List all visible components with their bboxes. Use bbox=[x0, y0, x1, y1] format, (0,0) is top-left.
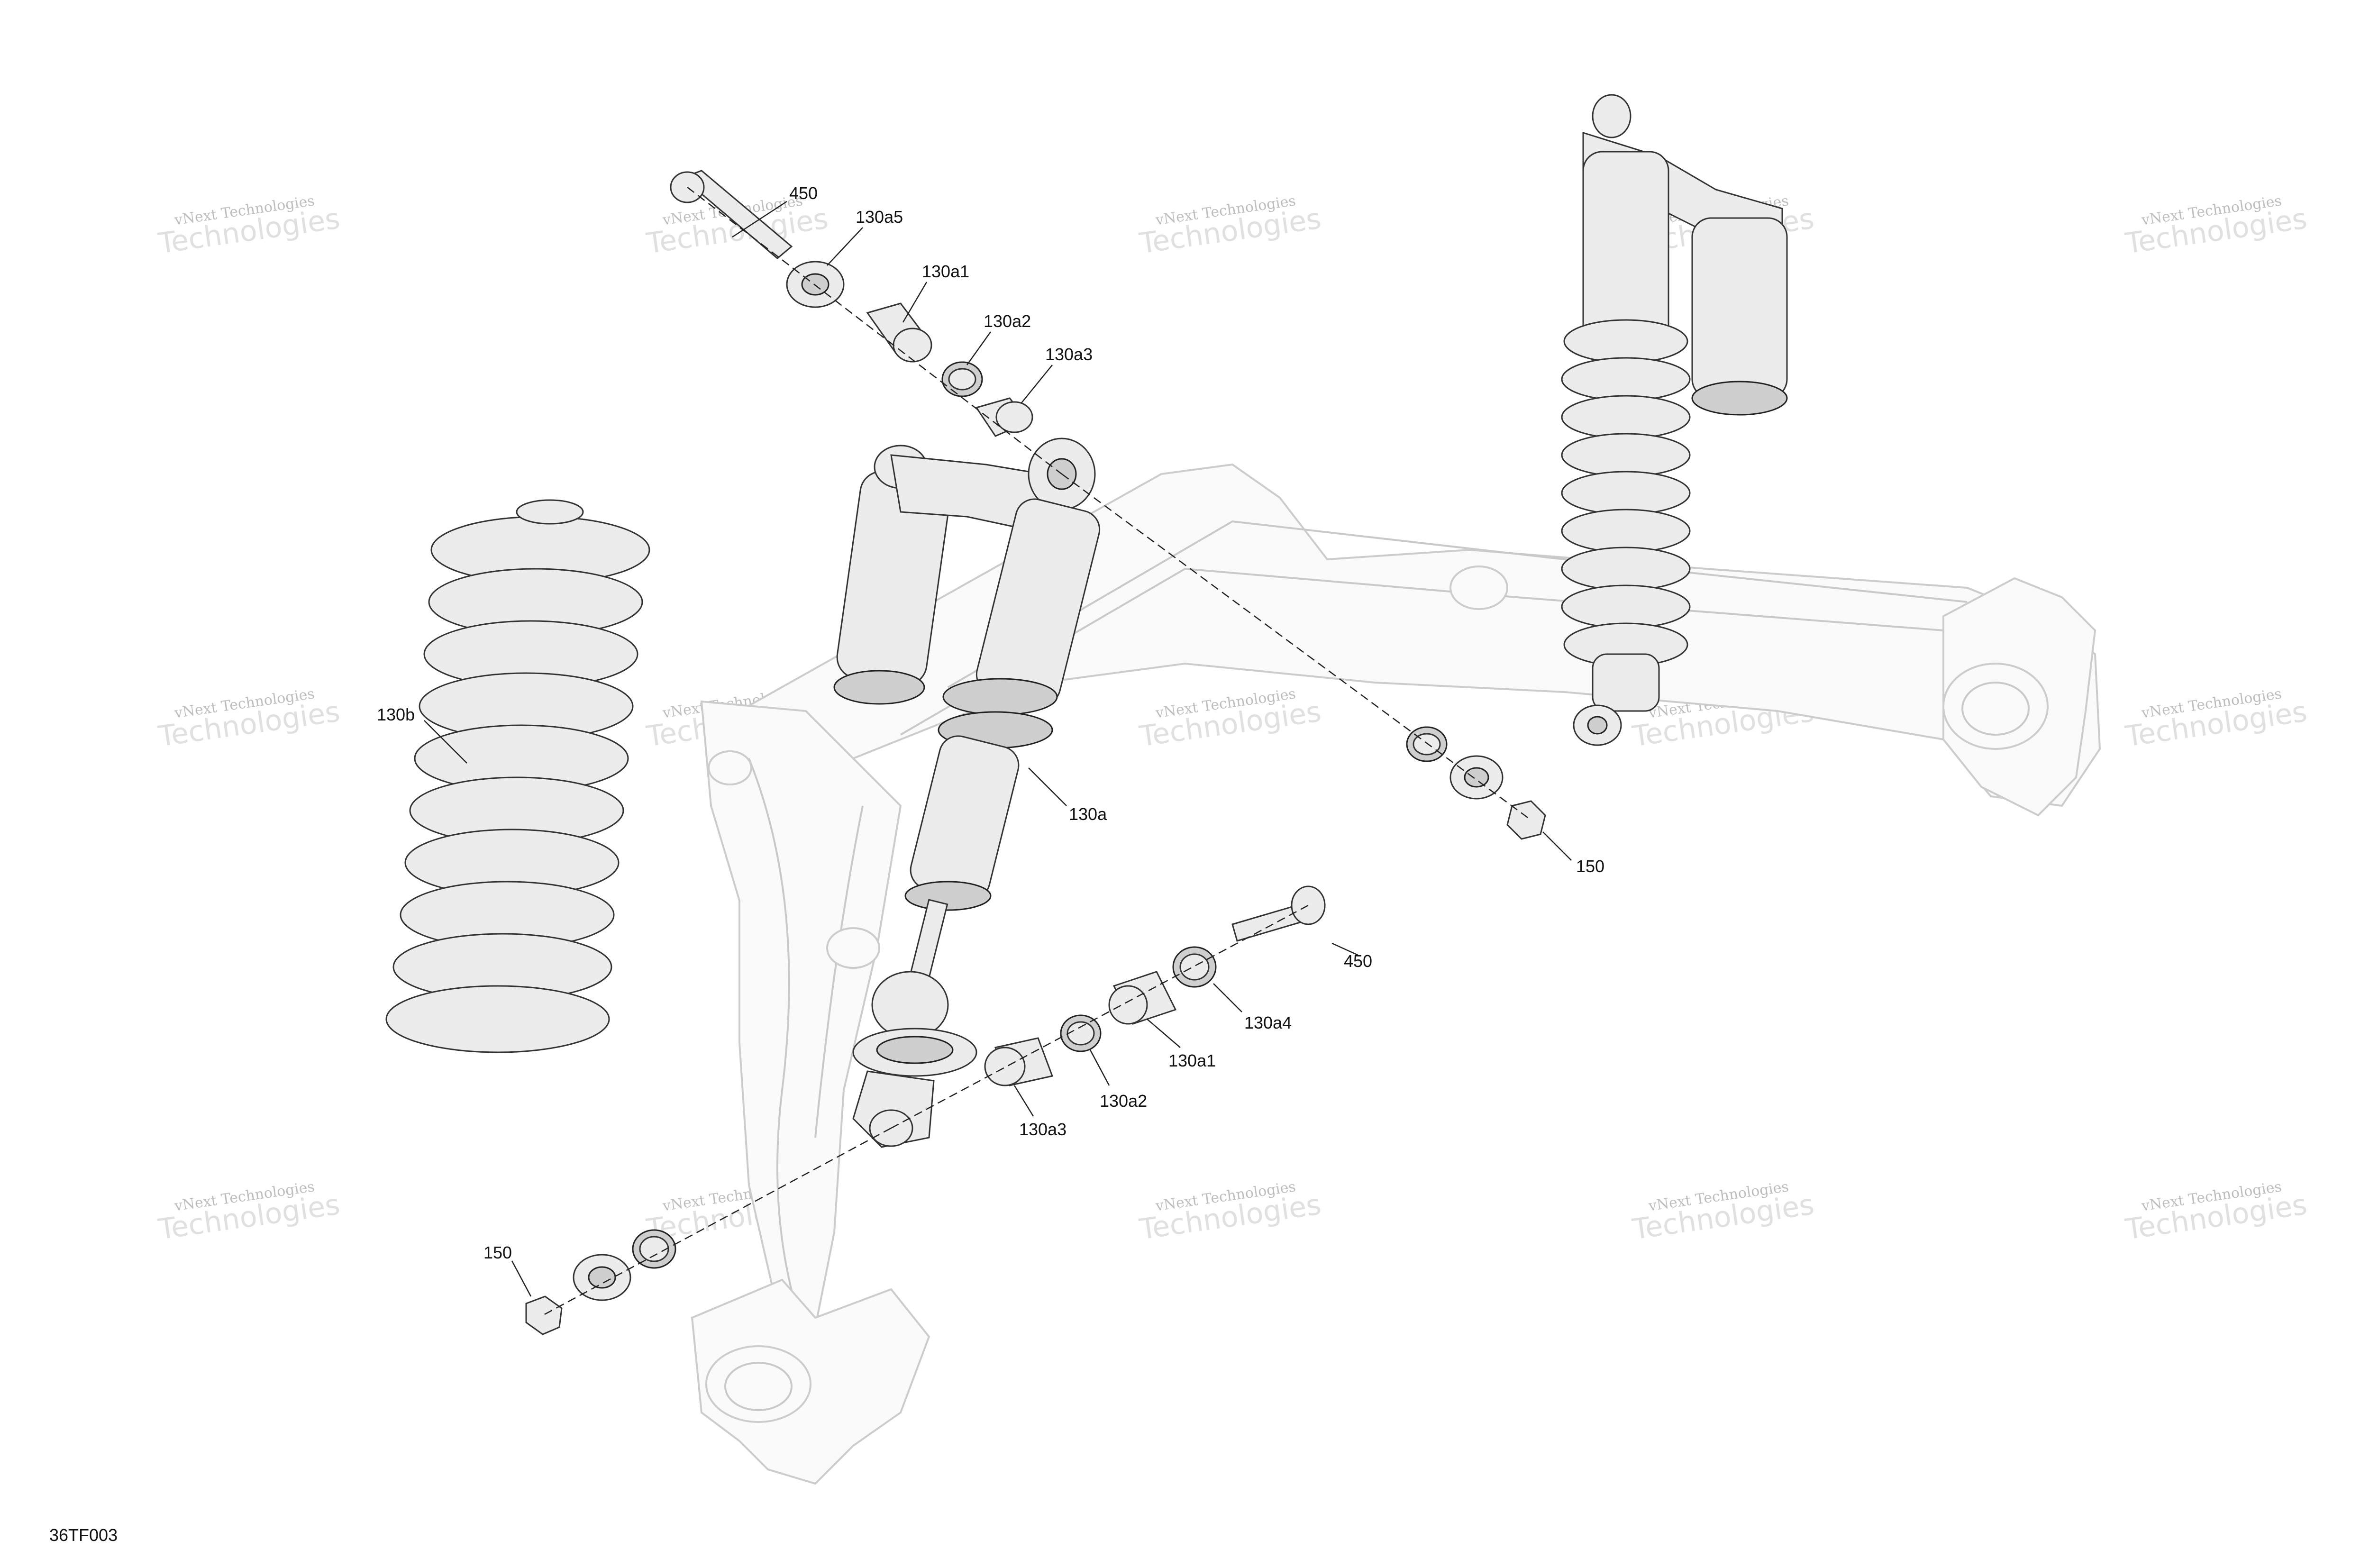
callout-130a2-bottom: 130a2 bbox=[1100, 1091, 1147, 1111]
callout-130a3-top: 130a3 bbox=[1045, 345, 1093, 364]
leader-130a2-bottom bbox=[1089, 1049, 1110, 1086]
sleeve-130a1-bottom-end bbox=[1108, 985, 1148, 1025]
callout-130a3-bottom: 130a3 bbox=[1019, 1120, 1066, 1139]
bushing-right-bore bbox=[1464, 767, 1489, 788]
callout-130a1-top: 130a1 bbox=[922, 262, 969, 281]
leader-130a bbox=[1028, 767, 1067, 806]
spring-coil bbox=[1561, 471, 1691, 515]
callouts: 450 130a5 130a1 130a2 130a3 130b 130a 15… bbox=[377, 183, 1604, 1262]
watermark: Technologies vNext Technologies bbox=[2123, 1178, 2309, 1246]
spring-coil bbox=[1561, 395, 1691, 439]
spring-coil bbox=[1561, 357, 1691, 401]
spring-coil bbox=[1561, 547, 1691, 591]
callout-450-bottom: 450 bbox=[1344, 951, 1372, 971]
bushing-left-bore bbox=[588, 1266, 616, 1289]
callout-150-right: 150 bbox=[1576, 857, 1604, 876]
coil-spring bbox=[385, 499, 650, 1053]
spring-coil bbox=[1561, 584, 1691, 629]
exploded-shock-lower-ring bbox=[904, 881, 992, 911]
leader-130a3-top bbox=[1021, 365, 1053, 403]
ring-130a4-hole bbox=[1179, 953, 1210, 981]
arm-rib bbox=[748, 758, 797, 1309]
exploded-shock-lower-body bbox=[910, 735, 1020, 900]
axis-upper bbox=[687, 187, 1062, 474]
leader-150-right bbox=[1542, 831, 1572, 861]
frame-rib bbox=[947, 520, 1968, 688]
sleeve-130a3-top-end bbox=[995, 401, 1033, 433]
leader-130a3-bottom bbox=[1013, 1085, 1034, 1117]
installed-spring bbox=[1561, 319, 1691, 667]
lower-hub bbox=[705, 1345, 811, 1423]
leader-130b bbox=[424, 720, 467, 764]
watermark: Technologies vNext Technologies bbox=[156, 1178, 342, 1246]
sleeve-130a3-bottom-end bbox=[984, 1047, 1026, 1086]
shock-reservoir bbox=[1691, 217, 1788, 399]
right-hub-bore bbox=[1961, 682, 2030, 736]
callout-130b: 130b bbox=[377, 705, 415, 724]
nut-150-right bbox=[1506, 800, 1546, 840]
lower-hub-bore bbox=[724, 1362, 793, 1411]
installed-shock-assembly bbox=[1561, 94, 1788, 746]
bushing-130a5-bore bbox=[801, 273, 830, 296]
callout-130a4: 130a4 bbox=[1244, 1013, 1292, 1032]
leader-130a1-top bbox=[902, 282, 928, 323]
spring-coil bbox=[385, 985, 610, 1053]
axis-upper-right bbox=[1061, 473, 1531, 821]
exploded-shock-spring-seat-inner bbox=[876, 1036, 954, 1064]
sleeve-130a1-top-end bbox=[893, 328, 932, 363]
callout-130a1-bottom: 130a1 bbox=[1168, 1051, 1216, 1070]
watermark: Technologies vNext Technologies bbox=[1630, 1178, 1816, 1246]
assembly-axes bbox=[542, 187, 1531, 1316]
watermark: Technologies vNext Technologies bbox=[1137, 1178, 1323, 1246]
watermark: Technologies vNext Technologies bbox=[1137, 685, 1323, 753]
leader-450-bottom bbox=[1331, 942, 1358, 956]
mount-boss bbox=[1449, 565, 1508, 610]
mount-boss bbox=[708, 750, 752, 785]
upper-hardware bbox=[670, 170, 1033, 437]
leader-150-left bbox=[511, 1260, 532, 1297]
callout-130a2-top: 130a2 bbox=[984, 311, 1031, 331]
leader-130a4 bbox=[1213, 983, 1242, 1012]
watermark: Technologies vNext Technologies bbox=[156, 685, 342, 753]
shock-lower-eye-bore bbox=[1587, 716, 1608, 735]
left-hardware bbox=[525, 1229, 676, 1335]
ring-130a2-bottom-hole bbox=[1066, 1021, 1095, 1046]
callout-130a5-top: 130a5 bbox=[856, 207, 903, 227]
leader-130a5-top bbox=[827, 227, 863, 266]
callout-150-left: 150 bbox=[483, 1243, 512, 1262]
exploded-reservoir-cap bbox=[833, 670, 925, 705]
watermark: Technologies vNext Technologies bbox=[1137, 192, 1323, 260]
watermark: Technologies vNext Technologies bbox=[156, 192, 342, 260]
ring-130a2-top-hole bbox=[948, 368, 976, 391]
shock-lower-body bbox=[1592, 653, 1660, 712]
ring-left-hole bbox=[639, 1236, 669, 1262]
spring-coil bbox=[1561, 433, 1691, 477]
mount-boss bbox=[826, 927, 880, 969]
leader-130a2-top bbox=[966, 331, 992, 365]
shock-reservoir-cap bbox=[1691, 381, 1788, 416]
right-hardware bbox=[1406, 726, 1546, 840]
right-hub bbox=[1942, 663, 2049, 750]
lower-hardware bbox=[984, 885, 1326, 1086]
diagram-code: 36TF003 bbox=[49, 1525, 118, 1545]
leader-lines bbox=[424, 201, 1572, 1297]
watermark: Technologies vNext Technologies bbox=[2123, 192, 2309, 260]
nut-150-left bbox=[525, 1295, 563, 1335]
callout-130a: 130a bbox=[1069, 804, 1107, 824]
watermark: Technologies vNext Technologies bbox=[2123, 685, 2309, 753]
exploded-shock-collar bbox=[942, 678, 1058, 716]
exploded-shock bbox=[833, 438, 1101, 1148]
spring-coil bbox=[1561, 509, 1691, 553]
spring-coil bbox=[1563, 319, 1688, 364]
spring-coil bbox=[516, 499, 584, 525]
leader-450-top bbox=[732, 201, 787, 238]
callout-450-top: 450 bbox=[789, 183, 818, 203]
shock-top-eye bbox=[1592, 94, 1632, 138]
leader-130a1-bottom bbox=[1147, 1019, 1181, 1048]
